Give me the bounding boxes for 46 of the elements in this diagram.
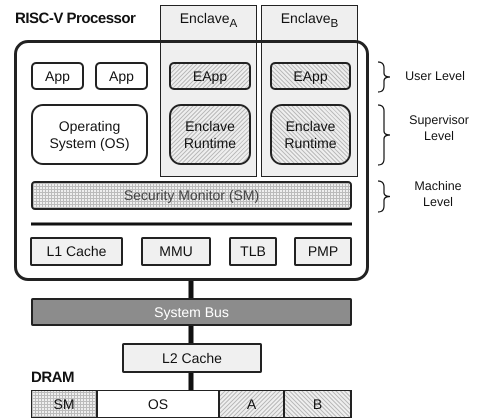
box-label: L2 Cache [162,350,222,366]
box-label: OS [148,396,168,412]
runtime-box [270,104,351,165]
box-label: System Bus [154,304,229,320]
hardware-box [30,237,123,266]
enclave-app-box [169,62,251,90]
hardware-box [294,237,352,266]
memory-region [219,390,284,418]
box-label: A [246,396,256,412]
box-label: App [45,68,70,84]
column-heading: Enclave$_{A}$ [178,10,238,30]
enclave-app-box [270,62,351,90]
box-label: EApp [192,68,228,84]
level-label: Supervisor Level [408,112,470,144]
box-label: Enclave Runtime [283,118,338,151]
bus-connector [188,373,194,390]
os-box [31,104,148,165]
memory-heading: DRAM [31,369,74,386]
box-label: B [312,396,322,412]
bus-bar [31,298,352,326]
box-label: Security Monitor (SM) [124,187,260,204]
security-monitor-bar [31,181,352,210]
box-label: TLB [240,243,266,260]
runtime-box [169,104,251,165]
app-box [31,62,84,90]
column-heading: Enclave$_{B}$ [280,10,340,30]
box-label: Operating System (OS) [48,118,131,151]
memory-region [97,390,219,418]
bus-connector [188,281,194,298]
memory-region [31,390,97,418]
box-label: App [109,68,134,84]
hardware-box [141,237,211,266]
cache-box [122,343,262,373]
box-label: MMU [159,243,193,260]
app-box [95,62,148,90]
level-label: User Level [404,68,466,84]
hardware-box [229,237,277,266]
box-label: L1 Cache [46,243,106,260]
box-label: Enclave Runtime [182,118,238,151]
box-label: SM [54,396,74,412]
frame-heading: RISC-V Processor [15,10,136,27]
box-label: EApp [293,68,328,84]
level-label: Machine Level [413,178,463,210]
memory-region [284,390,351,418]
box-label: PMP [308,243,338,260]
bus-connector [188,326,194,343]
